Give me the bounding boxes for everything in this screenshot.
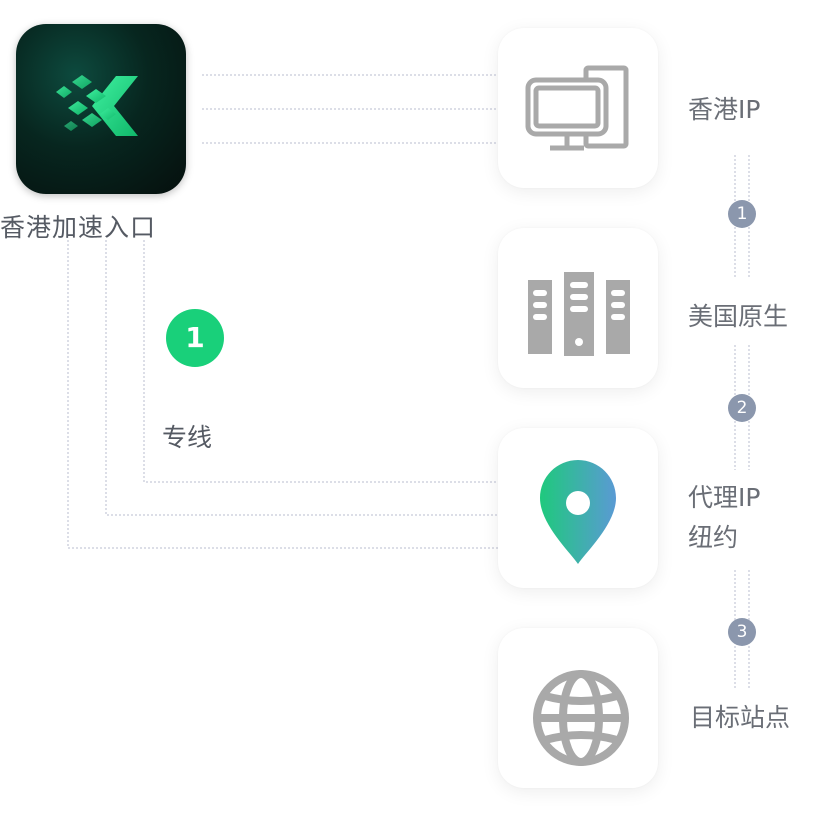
map-pin-icon — [540, 460, 616, 564]
glow-segments — [66, 73, 377, 550]
node-card-proxy-ny — [498, 428, 658, 588]
dedicated-line-label: 专线 — [162, 423, 213, 452]
server-rack-icon — [528, 272, 630, 356]
node-card-target-site — [498, 628, 658, 788]
node-card-hk-ip — [498, 28, 658, 188]
globe-icon — [533, 670, 629, 766]
dedicated-line-badge: 1 — [166, 309, 224, 367]
entry-label: 香港加速入口 — [0, 213, 157, 242]
node-label-proxy-line1: 代理IP — [688, 483, 761, 512]
step-badge-1: 1 — [728, 200, 756, 228]
node-label-hk-ip: 香港IP — [688, 95, 761, 124]
node-label-target-site: 目标站点 — [690, 703, 791, 732]
step-badge-3: 3 — [728, 618, 756, 646]
node-label-proxy-line2: 纽约 — [688, 523, 739, 552]
app-logo-icon — [16, 24, 186, 194]
node-card-us-native — [498, 228, 658, 388]
desktop-computer-icon — [525, 65, 629, 151]
step-badge-2: 2 — [728, 394, 756, 422]
node-label-us-native: 美国原生 — [688, 302, 789, 331]
